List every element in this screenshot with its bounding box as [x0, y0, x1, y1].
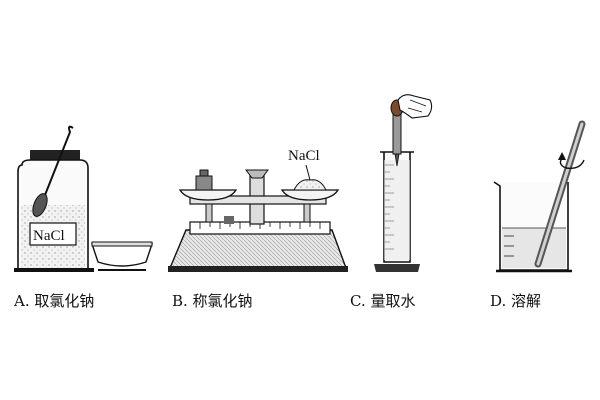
panel-a-label: A. 取氯化钠	[13, 292, 94, 310]
cylinder-base	[374, 264, 420, 272]
beaker-graduations	[504, 235, 514, 257]
panel-d-beaker-figure	[493, 120, 586, 273]
panel-d-label: D. 溶解	[490, 292, 541, 310]
nacl-pointer-line	[305, 164, 311, 181]
right-pan	[280, 189, 340, 201]
salt-pile	[293, 179, 327, 191]
glass-rod-highlight	[536, 122, 584, 266]
stir-arrow-icon	[558, 152, 566, 160]
spoon-bowl	[32, 193, 48, 217]
bottle-label-box	[29, 222, 77, 246]
weight-knob	[199, 169, 209, 177]
panel-b-label: B. 称氯化钠	[172, 292, 253, 310]
right-support	[303, 203, 311, 223]
weighing-dish	[91, 243, 153, 267]
hand	[397, 94, 433, 119]
balance-base	[168, 229, 348, 269]
cylinder-water	[384, 160, 410, 260]
weight	[195, 175, 213, 191]
panel-c-label: C. 量取水	[350, 292, 415, 310]
panel-b-balance-figure: NaCl	[168, 148, 348, 272]
dropper-tube	[392, 113, 402, 155]
dish-rim	[91, 241, 153, 247]
left-support	[205, 203, 213, 223]
bottle-label-text: NaCl	[33, 228, 65, 244]
bottle-neck-band	[30, 150, 80, 160]
stir-arc	[559, 155, 585, 170]
balance-top	[245, 169, 269, 179]
dropper-tip	[394, 153, 400, 167]
balance-nacl-label: NaCl	[288, 148, 320, 164]
spoon-handle	[44, 125, 74, 196]
hand-fingers	[407, 99, 427, 113]
balance-foot	[168, 266, 348, 272]
left-pan	[178, 189, 238, 201]
beaker-liquid	[502, 228, 566, 268]
panel-c-cylinder-figure	[374, 94, 433, 272]
balance-beam	[189, 195, 327, 205]
bottle-base	[14, 268, 94, 272]
panel-a-bottle-figure: NaCl	[14, 125, 153, 272]
rider	[224, 216, 234, 224]
